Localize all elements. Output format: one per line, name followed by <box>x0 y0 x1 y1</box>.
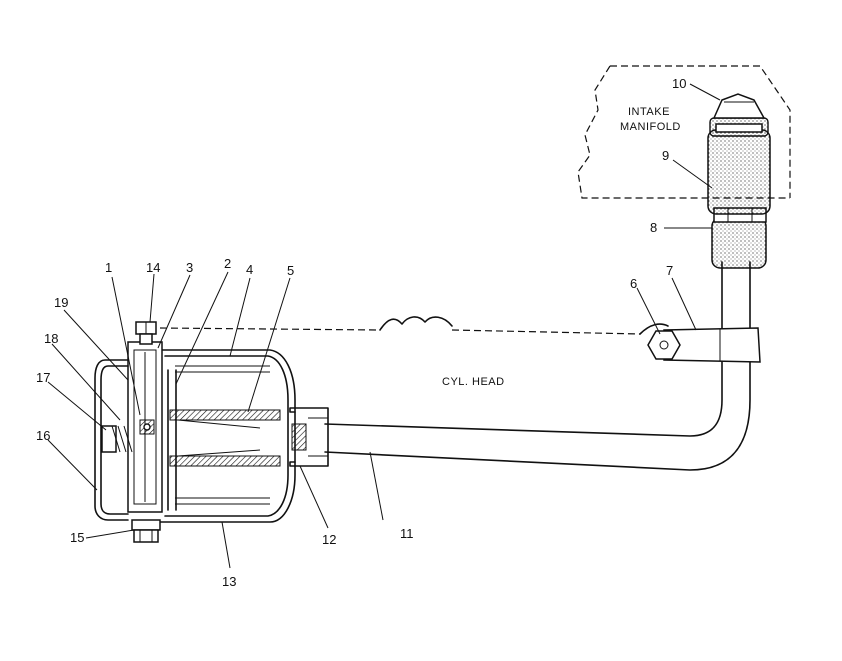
hose-bracket <box>647 327 761 363</box>
manifold-fitting <box>707 93 771 269</box>
callout-18: 18 <box>44 331 58 346</box>
callout-11: 11 <box>400 526 414 541</box>
intake-manifold <box>577 65 791 199</box>
cylinder-head-label: CYL. HEAD <box>442 376 505 388</box>
callout-15: 15 <box>70 530 84 545</box>
callout-5: 5 <box>287 263 294 278</box>
callout-12: 12 <box>322 532 336 547</box>
valve-flange <box>127 341 163 513</box>
canister-body <box>159 349 296 523</box>
callout-4: 4 <box>246 262 253 277</box>
callout-17: 17 <box>36 370 50 385</box>
callout-3: 3 <box>186 260 193 275</box>
callout-9: 9 <box>662 148 669 163</box>
vent-hose <box>324 261 751 471</box>
callout-7: 7 <box>666 263 673 278</box>
intake-manifold-label-line1: INTAKE <box>628 106 670 118</box>
cylinder-head-outline <box>159 316 669 335</box>
leader-lines <box>47 83 721 569</box>
callout-10: 10 <box>672 76 686 91</box>
intake-manifold-label-line2: MANIFOLD <box>620 121 681 133</box>
callout-13: 13 <box>222 574 236 589</box>
callout-8: 8 <box>650 220 657 235</box>
callout-6: 6 <box>630 276 637 291</box>
outlet-nipple <box>289 407 329 467</box>
callout-14: 14 <box>146 260 160 275</box>
end-cover <box>94 359 133 521</box>
callout-1: 1 <box>105 260 112 275</box>
bottom-bolt <box>131 519 161 543</box>
callout-2: 2 <box>224 256 231 271</box>
callout-19: 19 <box>54 295 68 310</box>
callout-16: 16 <box>36 428 50 443</box>
top-bolt <box>135 321 157 345</box>
